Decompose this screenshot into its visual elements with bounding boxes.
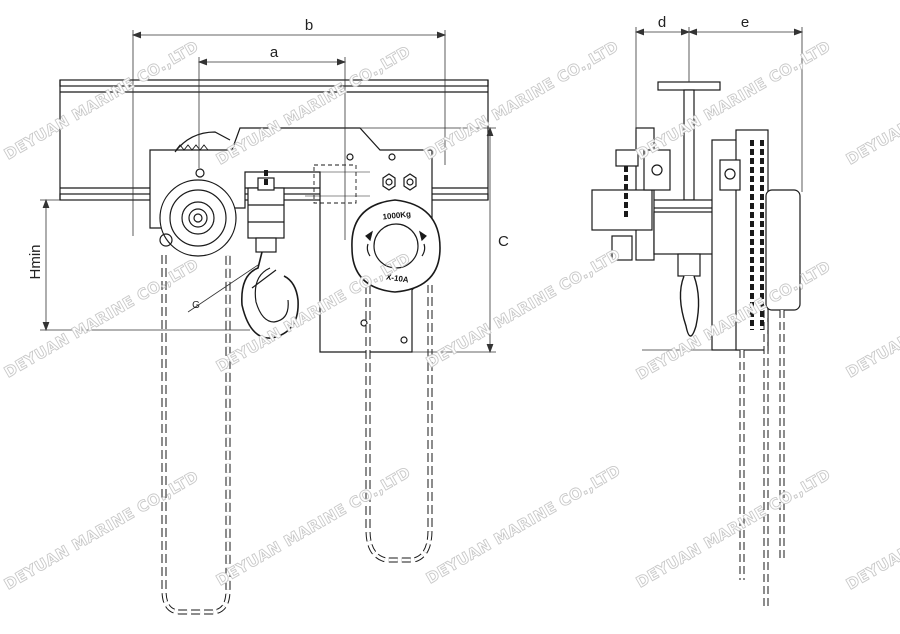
capacity-plate-text: 1000Kg <box>382 210 411 222</box>
dimension-label-g: G <box>192 300 200 311</box>
side-connector <box>653 211 715 337</box>
hoist-hand-chain <box>365 285 433 563</box>
dimension-label-e: e <box>741 14 749 31</box>
model-plate-text: X-10A <box>385 272 409 284</box>
front-dimensions <box>40 30 496 354</box>
front-view <box>40 30 496 615</box>
watermark-8: DEYUAN MARINE CO.,LTD <box>423 245 624 371</box>
watermark-11: DEYUAN MARINE CO.,LTD <box>1 467 202 593</box>
watermark-14: DEYUAN MARINE CO.,LTD <box>633 465 834 591</box>
watermark-3: DEYUAN MARINE CO.,LTD <box>421 37 622 163</box>
trolley-hand-chain <box>161 255 231 615</box>
side-hoist <box>711 129 801 351</box>
dimension-label-a: a <box>270 44 279 61</box>
watermark-12: DEYUAN MARINE CO.,LTD <box>213 463 414 589</box>
trolley-hand-wheel <box>159 179 237 257</box>
dimension-label-c: C <box>498 233 509 250</box>
watermark-10: DEYUAN MARINE CO.,LTD <box>843 255 900 381</box>
hoist-body <box>351 199 441 293</box>
hook-block <box>241 177 299 339</box>
side-hand-chain <box>739 310 785 610</box>
side-view <box>591 27 804 610</box>
watermark-5: DEYUAN MARINE CO.,LTD <box>843 42 900 168</box>
side-left-plate <box>591 127 671 261</box>
side-dimensions <box>634 27 804 351</box>
watermark-1: DEYUAN MARINE CO.,LTD <box>1 37 202 163</box>
dimension-label-b: b <box>305 17 313 34</box>
watermark-13: DEYUAN MARINE CO.,LTD <box>423 461 624 587</box>
dimension-label-d: d <box>658 14 666 31</box>
dimension-label-hmin: Hmin <box>27 244 44 279</box>
watermark-15: DEYUAN MARINE CO.,LTD <box>843 467 900 593</box>
